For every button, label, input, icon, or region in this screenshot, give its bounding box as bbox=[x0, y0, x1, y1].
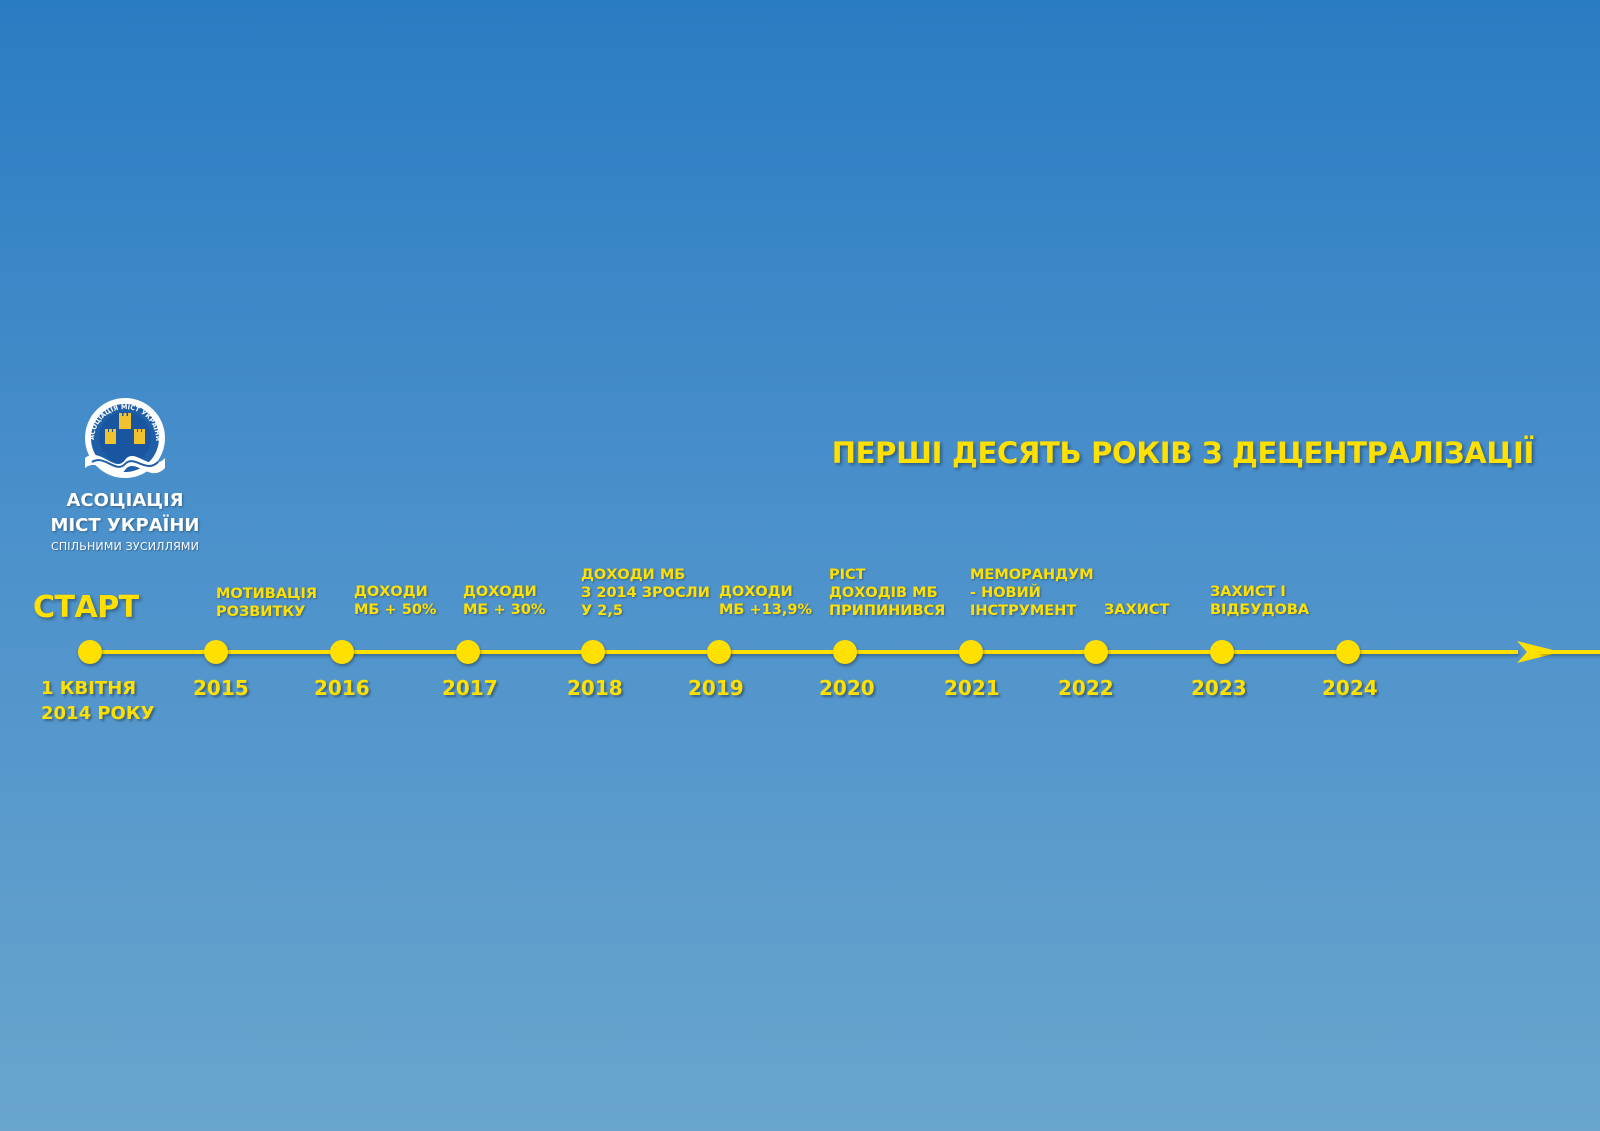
timeline-dot-2024 bbox=[1336, 640, 1360, 664]
city-association-logo-icon: АСОЦІАЦІЯ МІСТ УКРАЇНИ bbox=[85, 398, 165, 478]
year-label-2016: 2016 bbox=[314, 676, 370, 700]
event-label-2018: ДОХОДИ МБ З 2014 ЗРОСЛИ У 2,5 bbox=[581, 567, 710, 619]
arrow-right-icon bbox=[1517, 641, 1561, 663]
timeline-dot-2022 bbox=[1084, 640, 1108, 664]
timeline-tail bbox=[1540, 650, 1600, 654]
event-label-2020: РІСТ ДОХОДІВ МБ ПРИПИНИВСЯ bbox=[829, 567, 946, 619]
timeline-line bbox=[88, 650, 1518, 654]
event-label-2017: ДОХОДИ МБ + 30% bbox=[463, 584, 546, 618]
year-label-2022: 2022 bbox=[1058, 676, 1114, 700]
event-label-2015: МОТИВАЦІЯ РОЗВИТКУ bbox=[216, 586, 318, 620]
event-label-2019: ДОХОДИ МБ +13,9% bbox=[719, 584, 812, 618]
tower-icon bbox=[105, 413, 145, 444]
year-label-2021: 2021 bbox=[944, 676, 1000, 700]
event-label-2021: МЕМОРАНДУМ - НОВИЙ ІНСТРУМЕНТ bbox=[970, 567, 1094, 619]
timeline-dot-2017 bbox=[456, 640, 480, 664]
year-label-2015: 2015 bbox=[193, 676, 249, 700]
timeline-dot-2020 bbox=[833, 640, 857, 664]
event-label-2023: ЗАХИСТ І ВІДБУДОВА bbox=[1210, 584, 1310, 618]
year-label-2019: 2019 bbox=[688, 676, 744, 700]
organization-name-line2: МІСТ УКРАЇНИ bbox=[50, 515, 200, 536]
timeline-dot-2015 bbox=[204, 640, 228, 664]
year-label-2023: 2023 bbox=[1191, 676, 1247, 700]
timeline-dot-2021 bbox=[959, 640, 983, 664]
event-label-2022: ЗАХИСТ bbox=[1104, 602, 1170, 618]
timeline-dot-2016 bbox=[330, 640, 354, 664]
organization-name: АСОЦІАЦІЯ МІСТ УКРАЇНИ bbox=[40, 488, 210, 538]
timeline-dot-2023 bbox=[1210, 640, 1234, 664]
year-label-2017: 2017 bbox=[442, 676, 498, 700]
organization-tagline: СПІЛЬНИМИ ЗУСИЛЛЯМИ bbox=[50, 540, 200, 553]
year-label-2024: 2024 bbox=[1322, 676, 1378, 700]
year-label-2018: 2018 bbox=[567, 676, 623, 700]
timeline-dot-2019 bbox=[707, 640, 731, 664]
start-date-label: 1 КВІТНЯ 2014 РОКУ bbox=[41, 678, 155, 724]
organization-name-line1: АСОЦІАЦІЯ bbox=[66, 490, 184, 511]
timeline-dot-start bbox=[78, 640, 102, 664]
page-title: ПЕРШІ ДЕСЯТЬ РОКІВ З ДЕЦЕНТРАЛІЗАЦІЇ bbox=[831, 436, 1535, 470]
event-label-2016: ДОХОДИ МБ + 50% bbox=[354, 584, 437, 618]
organization-logo-block: АСОЦІАЦІЯ МІСТ УКРАЇНИ АСОЦІАЦІЯ МІСТ УК… bbox=[40, 396, 210, 553]
timeline-dot-2018 bbox=[581, 640, 605, 664]
year-label-2020: 2020 bbox=[819, 676, 875, 700]
start-label: СТАРТ bbox=[33, 590, 139, 625]
